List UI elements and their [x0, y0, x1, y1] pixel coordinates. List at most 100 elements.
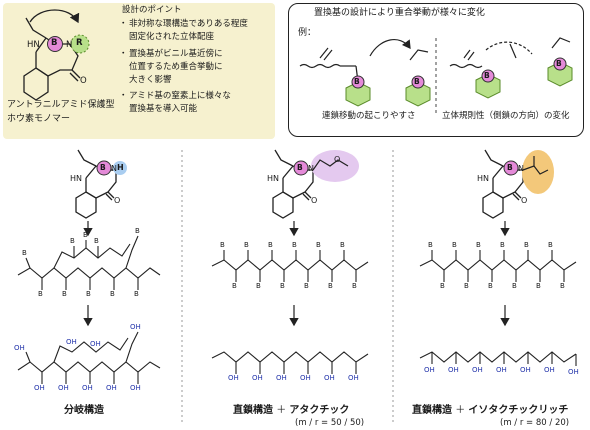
c1-b-5: B: [134, 290, 139, 298]
branched-oh-polymer: [17, 331, 161, 373]
c3-b-8: B: [452, 241, 457, 249]
result-label-branched: 分岐構造: [64, 405, 104, 416]
m1-n: N: [111, 164, 117, 173]
result-label-isotactic: 直鎖構造 ＋ イソタクチックリッチ: [412, 405, 568, 418]
example-label: 例：: [298, 28, 317, 38]
design-point-3b: 置換基を導入可能: [129, 104, 198, 114]
monomer-caption-line2: ホウ素モノマー: [7, 114, 71, 124]
c3-b-3: B: [488, 282, 493, 290]
example-title: 置換基の設計により重合挙動が様々に変化: [314, 8, 485, 18]
atactic-oh-polymer: [211, 351, 369, 363]
atom-label-b: B: [51, 38, 58, 48]
example-b-3: B: [484, 71, 490, 80]
atom-label-n: N: [66, 40, 73, 50]
atom-label-o: O: [80, 76, 87, 86]
c1-b-3: B: [86, 290, 91, 298]
ratio-isotactic: (m / r = 80 / 20): [500, 418, 570, 428]
example-b-4: B: [556, 59, 562, 68]
c2-oh-3: OH: [276, 374, 287, 382]
sec-butyl-chain: [522, 165, 549, 175]
branched-boron-polymer: [17, 235, 161, 279]
design-points-panel: [3, 3, 275, 139]
example-boron-right-2: [553, 57, 567, 71]
c2-b-5: B: [328, 282, 333, 290]
curved-arrow: [29, 9, 80, 24]
c2-b-10: B: [292, 241, 297, 249]
example-b-1: B: [354, 77, 360, 86]
c3-oh-6: OH: [544, 366, 555, 374]
design-bullet-3: ・: [119, 91, 128, 101]
c1-oh-4: OH: [106, 384, 117, 392]
c1-oh-2: OH: [58, 384, 69, 392]
example-boron-left-1: [351, 75, 365, 89]
ratio-atactic: (m / r = 50 / 50): [295, 418, 365, 428]
c2-b-6: B: [352, 282, 357, 290]
c1-b-10: B: [22, 249, 27, 257]
atactic-oh-substituents: [235, 362, 357, 374]
c1-oh-5: OH: [130, 384, 141, 392]
example-boron-right-1: [481, 69, 495, 83]
c3-oh-3: OH: [472, 366, 483, 374]
design-point-2c: 大きく影響: [129, 75, 172, 85]
c3-b-6: B: [560, 282, 565, 290]
c2-oh-6: OH: [348, 374, 359, 382]
c3-oh-4: OH: [496, 366, 507, 374]
design-point-2b: 位置するため重合挙動に: [129, 62, 223, 72]
c1-oh-9: OH: [14, 344, 25, 352]
monomer1-boron: [96, 160, 112, 176]
c3-b-7: B: [428, 241, 433, 249]
example-boron-left-2: [411, 75, 425, 89]
c2-b-2: B: [256, 282, 261, 290]
result-label-atactic: 直鎖構造 ＋ アタクチック: [233, 405, 349, 418]
design-point-1b: 固定化された立体配座: [129, 32, 215, 42]
example-b-2: B: [414, 77, 420, 86]
atom-label-hn: HN: [27, 40, 40, 50]
design-heading: 設計のポイント: [122, 5, 182, 15]
m3-n: N: [518, 164, 524, 173]
monomer1-h-highlight: [113, 161, 127, 175]
monomer2-substituent-highlight: [311, 150, 359, 182]
monomer2-boron: [293, 160, 309, 176]
isotactic-oh-substituents: [431, 352, 577, 366]
result-label-isotactic-bold: 直鎖構造: [412, 405, 452, 416]
c3-b-12: B: [548, 241, 553, 249]
top-monomer-structure: [23, 9, 81, 101]
c1-b-9: B: [135, 227, 140, 235]
design-point-2a: 置換基がビニル基近傍に: [129, 49, 223, 59]
m3-o: O: [521, 196, 528, 205]
c1-b-6: B: [70, 237, 75, 245]
result-label-isotactic-plus: ＋: [455, 405, 466, 416]
c1-oh-8: OH: [130, 323, 141, 331]
result-label-atactic-plus: ＋: [276, 405, 287, 416]
example-caption-left: 連鎖移動の起こりやすさ: [322, 111, 416, 121]
m1-h: H: [117, 163, 124, 172]
c1-b-7: B: [94, 237, 99, 245]
c3-oh-2: OH: [448, 366, 459, 374]
c2-oh-4: OH: [300, 374, 311, 382]
branched-oh-substituents: [41, 372, 139, 384]
monomer3-boron: [503, 160, 519, 176]
design-point-1a: 非対称な環構造でありある程度: [129, 19, 248, 29]
c2-b-12: B: [340, 241, 345, 249]
example-caption-right: 立体規則性（側鎖の方向）の変化: [442, 111, 570, 121]
m1-o: O: [114, 196, 121, 205]
c1-b-4: B: [110, 290, 115, 298]
design-point-3a: アミド基の窒素上に様々な: [129, 91, 231, 101]
m2-hn: HN: [267, 174, 279, 183]
monomer-caption-line1: アントラニルアミド保護型: [7, 100, 115, 110]
design-bullet-1: ・: [119, 19, 128, 29]
c1-oh-6: OH: [66, 338, 77, 346]
isotactic-boron-substituents: [431, 250, 565, 282]
c3-b-9: B: [476, 241, 481, 249]
c2-oh-1: OH: [228, 374, 239, 382]
atactic-boron-polymer: [211, 259, 369, 271]
methoxyethyl-chain: [312, 159, 349, 171]
c2-b-1: B: [232, 282, 237, 290]
result-label-atactic-bold: 直鎖構造: [233, 405, 273, 416]
example-right-drawing: [449, 37, 571, 69]
c1-b-8: B: [83, 231, 88, 239]
c1-oh-7: OH: [90, 340, 101, 348]
m2-b: B: [297, 163, 303, 172]
wavy-chain: [299, 63, 341, 69]
c3-b-4: B: [512, 282, 517, 290]
